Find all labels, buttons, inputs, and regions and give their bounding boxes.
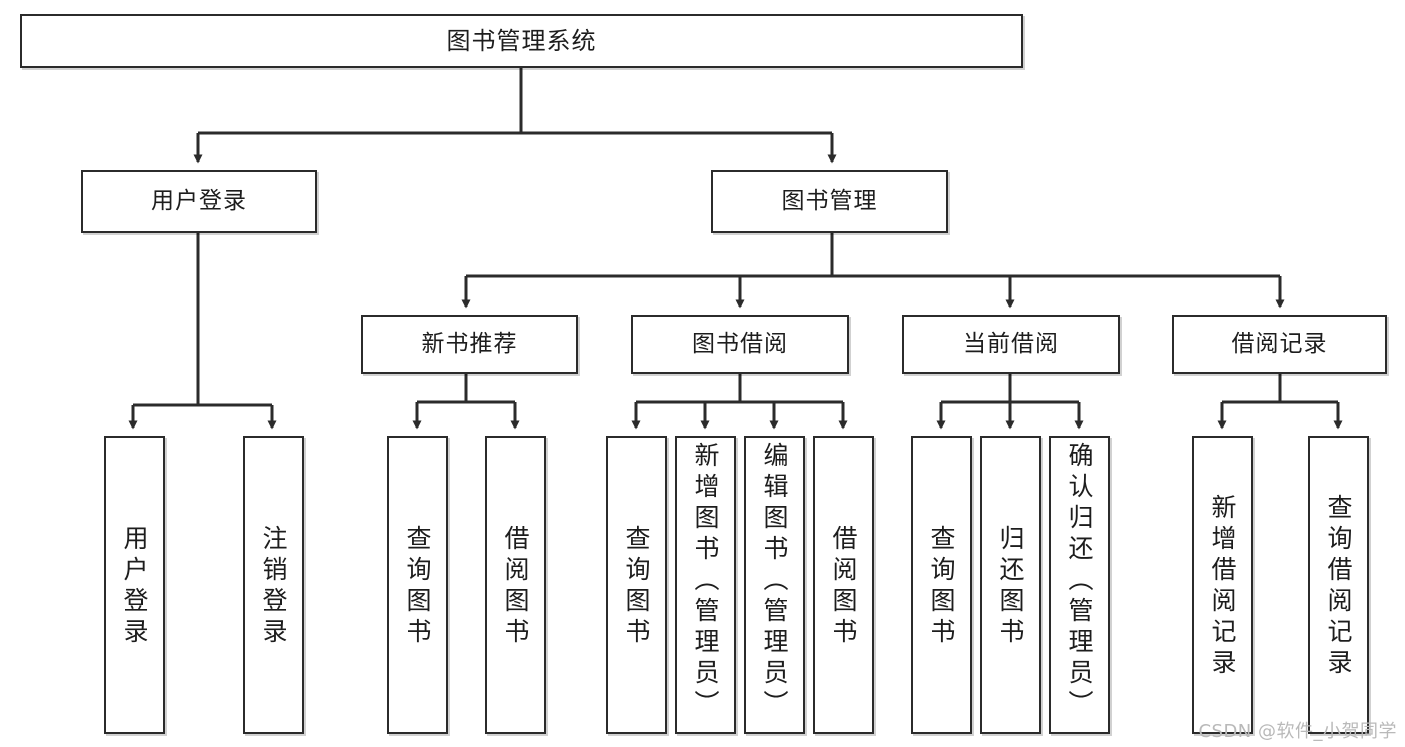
node-borrow-record[interactable]: 借阅记录 [1172,315,1387,374]
node-label: 借阅图书 [829,525,858,649]
node-label: 编辑图书（管理员） [760,442,789,721]
node-book-borrow[interactable]: 图书借阅 [631,315,849,374]
node-label: 当前借阅 [963,331,1059,358]
node-label: 图书管理 [781,188,878,215]
node-leaf-add-book-admin[interactable]: 新增图书（管理员） [675,436,736,734]
node-leaf-query-book-current[interactable]: 查询图书 [911,436,972,734]
node-leaf-borrow-book-newbook[interactable]: 借阅图书 [485,436,546,734]
node-label: 注销登录 [259,525,288,649]
node-leaf-query-book-borrow[interactable]: 查询图书 [606,436,667,734]
node-new-book-recommend[interactable]: 新书推荐 [361,315,578,374]
node-leaf-confirm-return-admin[interactable]: 确认归还（管理员） [1049,436,1110,734]
node-leaf-query-borrow-record[interactable]: 查询借阅记录 [1308,436,1369,734]
node-book-management[interactable]: 图书管理 [711,170,948,233]
node-label: 确认归还（管理员） [1065,442,1094,721]
node-label: 归还图书 [996,525,1025,649]
node-leaf-borrow-book[interactable]: 借阅图书 [813,436,874,734]
node-label: 查询图书 [403,525,432,649]
node-label: 新书推荐 [421,331,518,358]
node-leaf-logout[interactable]: 注销登录 [243,436,304,734]
node-label: 查询借阅记录 [1324,494,1353,680]
node-label: 图书管理系统 [446,27,597,55]
node-label: 查询图书 [927,525,956,649]
node-leaf-user-login[interactable]: 用户登录 [104,436,165,734]
node-user-login[interactable]: 用户登录 [81,170,317,233]
node-label: 用户登录 [151,188,247,215]
node-label: 借阅记录 [1231,331,1328,358]
node-leaf-add-borrow-record[interactable]: 新增借阅记录 [1192,436,1253,734]
node-label: 图书借阅 [692,331,788,358]
node-label: 新增图书（管理员） [691,442,720,721]
node-current-borrow[interactable]: 当前借阅 [902,315,1120,374]
node-label: 借阅图书 [501,525,530,649]
node-leaf-query-book-newbook[interactable]: 查询图书 [387,436,448,734]
node-label: 用户登录 [120,525,149,649]
node-leaf-return-book[interactable]: 归还图书 [980,436,1041,734]
node-label: 查询图书 [622,525,651,649]
node-root-system[interactable]: 图书管理系统 [20,14,1023,68]
node-label: 新增借阅记录 [1208,494,1237,680]
node-leaf-edit-book-admin[interactable]: 编辑图书（管理员） [744,436,805,734]
